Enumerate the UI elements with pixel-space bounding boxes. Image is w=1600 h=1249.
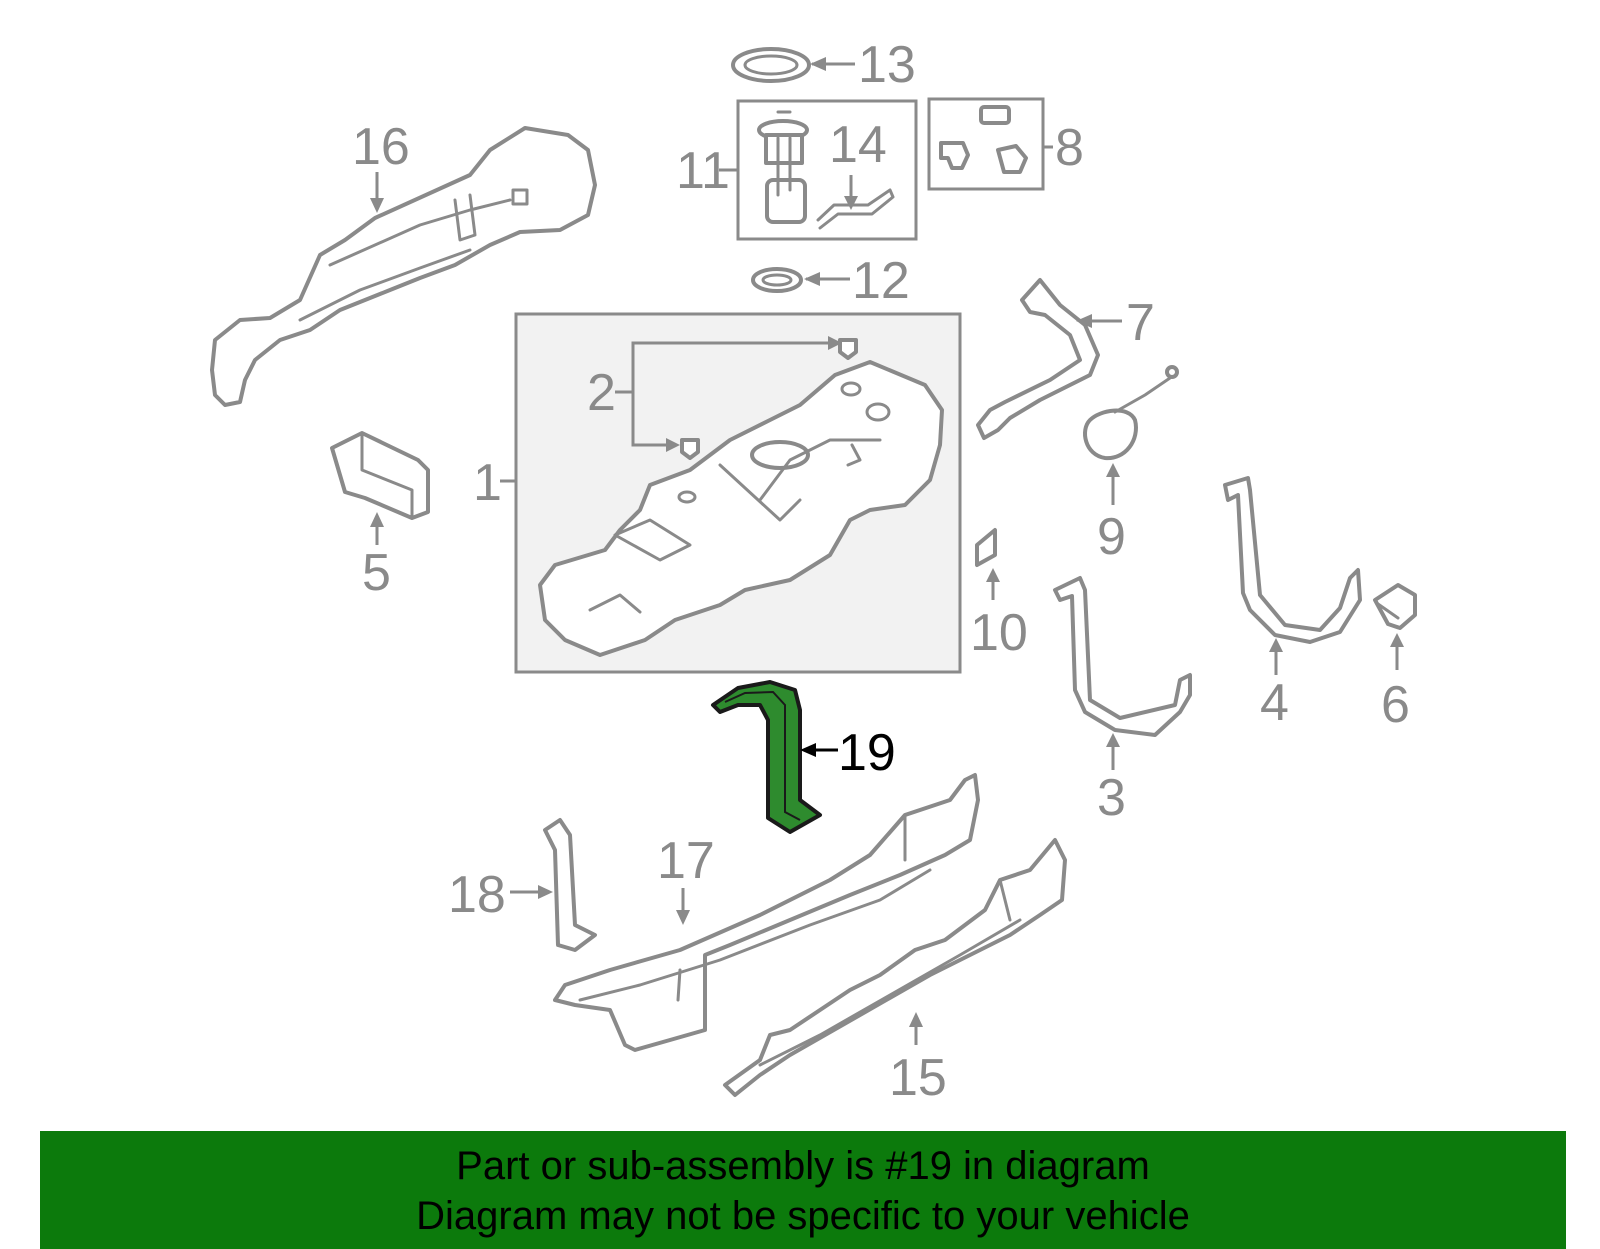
callout-3: 3 [1097,733,1126,827]
part-7-filler-pipe[interactable] [976,278,1100,440]
callout-15: 15 [889,1012,947,1107]
part-13-lock-ring[interactable] [731,47,811,83]
part-6-bolt[interactable] [1373,583,1417,630]
svg-text:15: 15 [889,1049,947,1107]
svg-text:19: 19 [838,724,896,782]
part-12-gasket[interactable] [751,267,803,293]
part-16-heat-shield[interactable] [210,126,597,407]
callout-9: 9 [1097,463,1126,566]
callout-18: 18 [448,866,553,924]
svg-text:18: 18 [448,866,506,924]
svg-text:13: 13 [858,36,916,94]
callout-1: 1 [473,454,516,512]
banner-line-part: Part or sub-assembly is #19 in diagram [456,1144,1150,1188]
callout-19: 19 [800,724,896,782]
svg-text:6: 6 [1381,676,1410,734]
banner-line-disclaimer: Diagram may not be specific to your vehi… [416,1194,1190,1238]
svg-text:2: 2 [587,364,616,422]
svg-text:3: 3 [1097,769,1126,827]
callout-13: 13 [810,36,916,94]
clips-box [927,97,1045,191]
svg-text:10: 10 [970,604,1028,662]
callout-7: 7 [1076,294,1155,352]
part-9-vent-hose[interactable] [1083,365,1179,461]
callout-14: 14 [829,116,887,210]
part-2-studs[interactable] [680,338,858,460]
callout-10: 10 [970,568,1028,662]
svg-text:14: 14 [829,116,887,174]
svg-text:5: 5 [362,544,391,602]
part-5-bracket[interactable] [330,431,430,520]
svg-text:17: 17 [657,832,715,890]
svg-text:1: 1 [473,454,502,512]
callout-12: 12 [804,252,910,310]
callout-17: 17 [657,832,715,925]
svg-text:4: 4 [1260,674,1289,732]
svg-text:11: 11 [676,142,730,200]
svg-text:9: 9 [1097,508,1126,566]
part-14-sender[interactable] [816,188,895,230]
svg-text:8: 8 [1055,119,1084,177]
part-4-strap[interactable] [1223,476,1362,644]
part-8-clips[interactable] [939,105,1028,174]
pump-module-box [736,99,918,241]
part-11-fuel-pump[interactable] [757,110,809,224]
part-17-skid-plate[interactable] [553,773,980,1052]
callout-6: 6 [1381,633,1410,734]
part-19-highlighted[interactable] [711,680,822,834]
svg-text:16: 16 [352,118,410,176]
part-18-bracket[interactable] [543,818,597,952]
svg-text:12: 12 [852,252,910,310]
part-15-side-shield[interactable] [723,838,1067,1097]
callout-2: 2 [587,336,842,452]
callout-4: 4 [1260,638,1289,732]
callout-16: 16 [352,118,410,213]
info-banner: Part or sub-assembly is #19 in diagram D… [40,1131,1566,1249]
part-10-pad[interactable] [975,528,997,567]
part-3-strap[interactable] [1053,576,1192,737]
callout-11: 11 [676,142,738,200]
svg-text:7: 7 [1126,294,1155,352]
part-1-fuel-tank[interactable] [538,360,944,657]
callout-5: 5 [362,512,391,602]
callout-8: 8 [1043,119,1084,177]
